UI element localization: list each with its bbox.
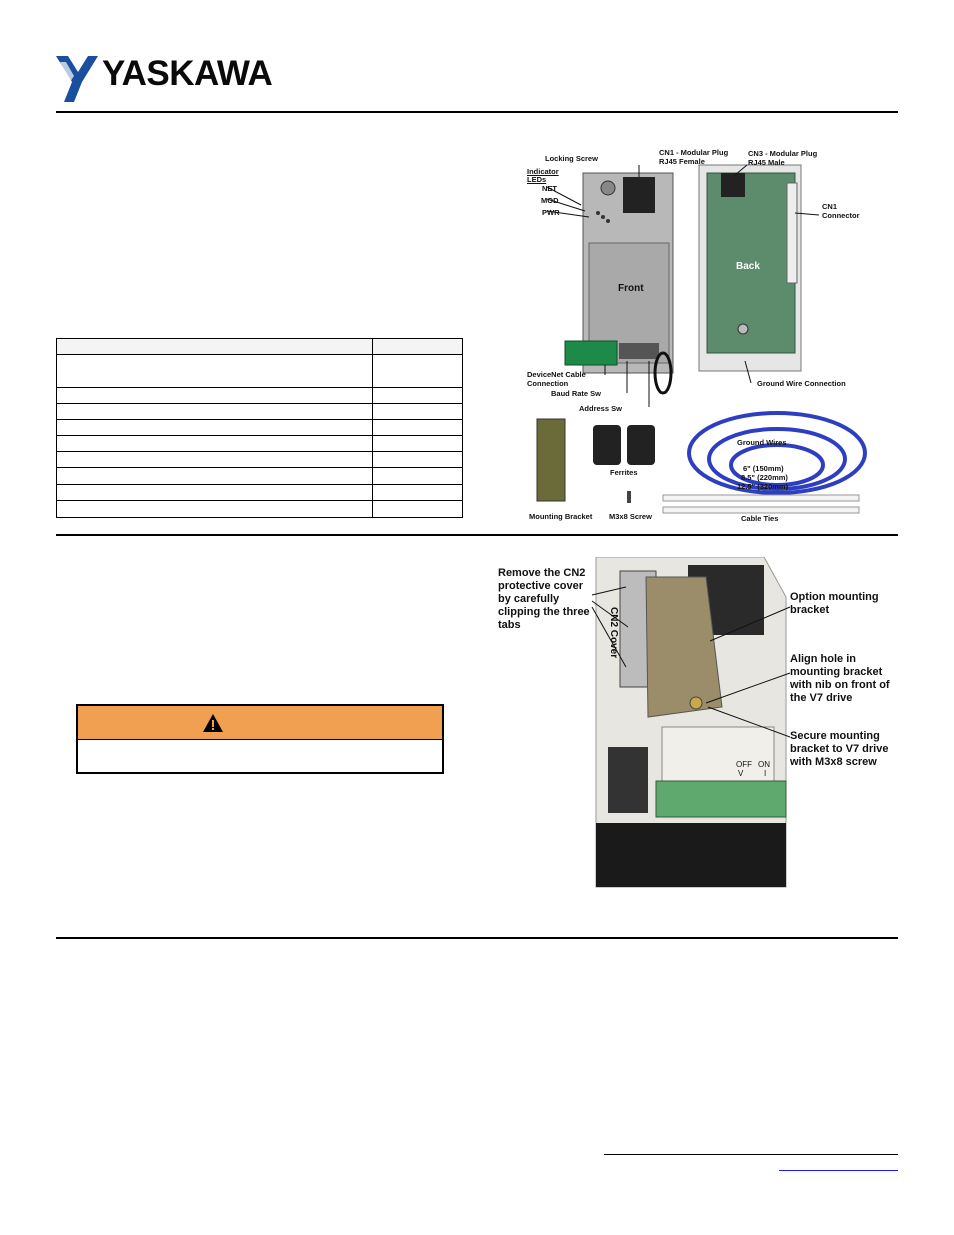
label-devicenet-b: Connection [527,379,569,388]
footer-rule [604,1154,898,1155]
label-baud-rate: Baud Rate Sw [551,389,602,398]
header-rule [56,111,898,113]
label-v: V [738,769,744,778]
warning-triangle-icon [203,714,223,732]
label-cn1-connector-b: Connector [822,211,860,220]
section-rule [56,534,898,536]
label-back: Back [736,261,760,272]
label-cable-ties: Cable Ties [741,514,779,523]
table-row [56,435,463,452]
table-row [56,354,463,388]
table-row [56,387,463,404]
label-ground-wires: Ground Wires [737,438,787,447]
label-gw-12-5: 12.5" (320mm) [737,482,789,491]
section-rule [56,937,898,939]
label-cn1-sub: RJ45 Female [659,157,705,166]
warning-box [76,704,444,774]
label-net: NET [542,184,557,193]
label-locking-screw: Locking Screw [545,154,598,163]
label-remove-cover: Remove the CN2 protective cover by caref… [498,567,590,631]
label-address: Address Sw [579,404,622,413]
table-row [56,467,463,485]
table-row [56,500,463,518]
table-row [56,419,463,436]
label-secure-bracket: Secure mounting bracket to V7 drive with… [790,730,889,768]
installation-figure: Remove the CN2 protective cover by caref… [496,557,894,901]
label-front: Front [618,283,644,294]
label-gw-6: 6" (150mm) [743,464,784,473]
label-ferrites: Ferrites [610,468,638,477]
label-off: OFF [736,760,752,769]
table-row [56,484,463,501]
yaskawa-logo: YASKAWA [54,52,294,104]
label-gw-8-5: 8.5" (220mm) [741,473,788,482]
label-on: ON [758,760,770,769]
label-mod: MOD [541,196,559,205]
kit-contents-figure: Locking Screw CN1 - Modular Plug RJ45 Fe… [523,143,875,525]
label-cn3-title: CN3 - Modular Plug [748,149,818,158]
warning-header [78,706,442,740]
label-i: I [764,769,767,778]
label-cn2-cover: CN2 Cover [608,607,619,659]
yaskawa-swoosh-icon [56,56,98,102]
label-pwr: PWR [542,208,560,217]
brand-name: YASKAWA [102,54,273,93]
kit-illustration [536,164,867,514]
footer-link-underline[interactable] [779,1170,898,1171]
parts-table [56,338,463,518]
table-header-row [56,338,463,355]
label-cn1-connector-a: CN1 [822,202,838,211]
label-ground-wire-connection: Ground Wire Connection [757,379,846,388]
label-indicator: Indicator [527,167,559,176]
label-screw: M3x8 Screw [609,512,652,521]
table-row [56,403,463,420]
label-mounting-bracket: Mounting Bracket [529,512,593,521]
label-cn3-sub: RJ45 Male [748,158,785,167]
label-option-bracket: Option mounting bracket [790,591,879,616]
label-devicenet-a: DeviceNet Cable [527,370,586,379]
drive-illustration [591,557,791,888]
label-cn1-title: CN1 - Modular Plug [659,148,729,157]
label-leds: LEDs [527,175,547,184]
label-align-hole: Align hole in mounting bracket with nib … [790,653,890,704]
table-row [56,451,463,468]
